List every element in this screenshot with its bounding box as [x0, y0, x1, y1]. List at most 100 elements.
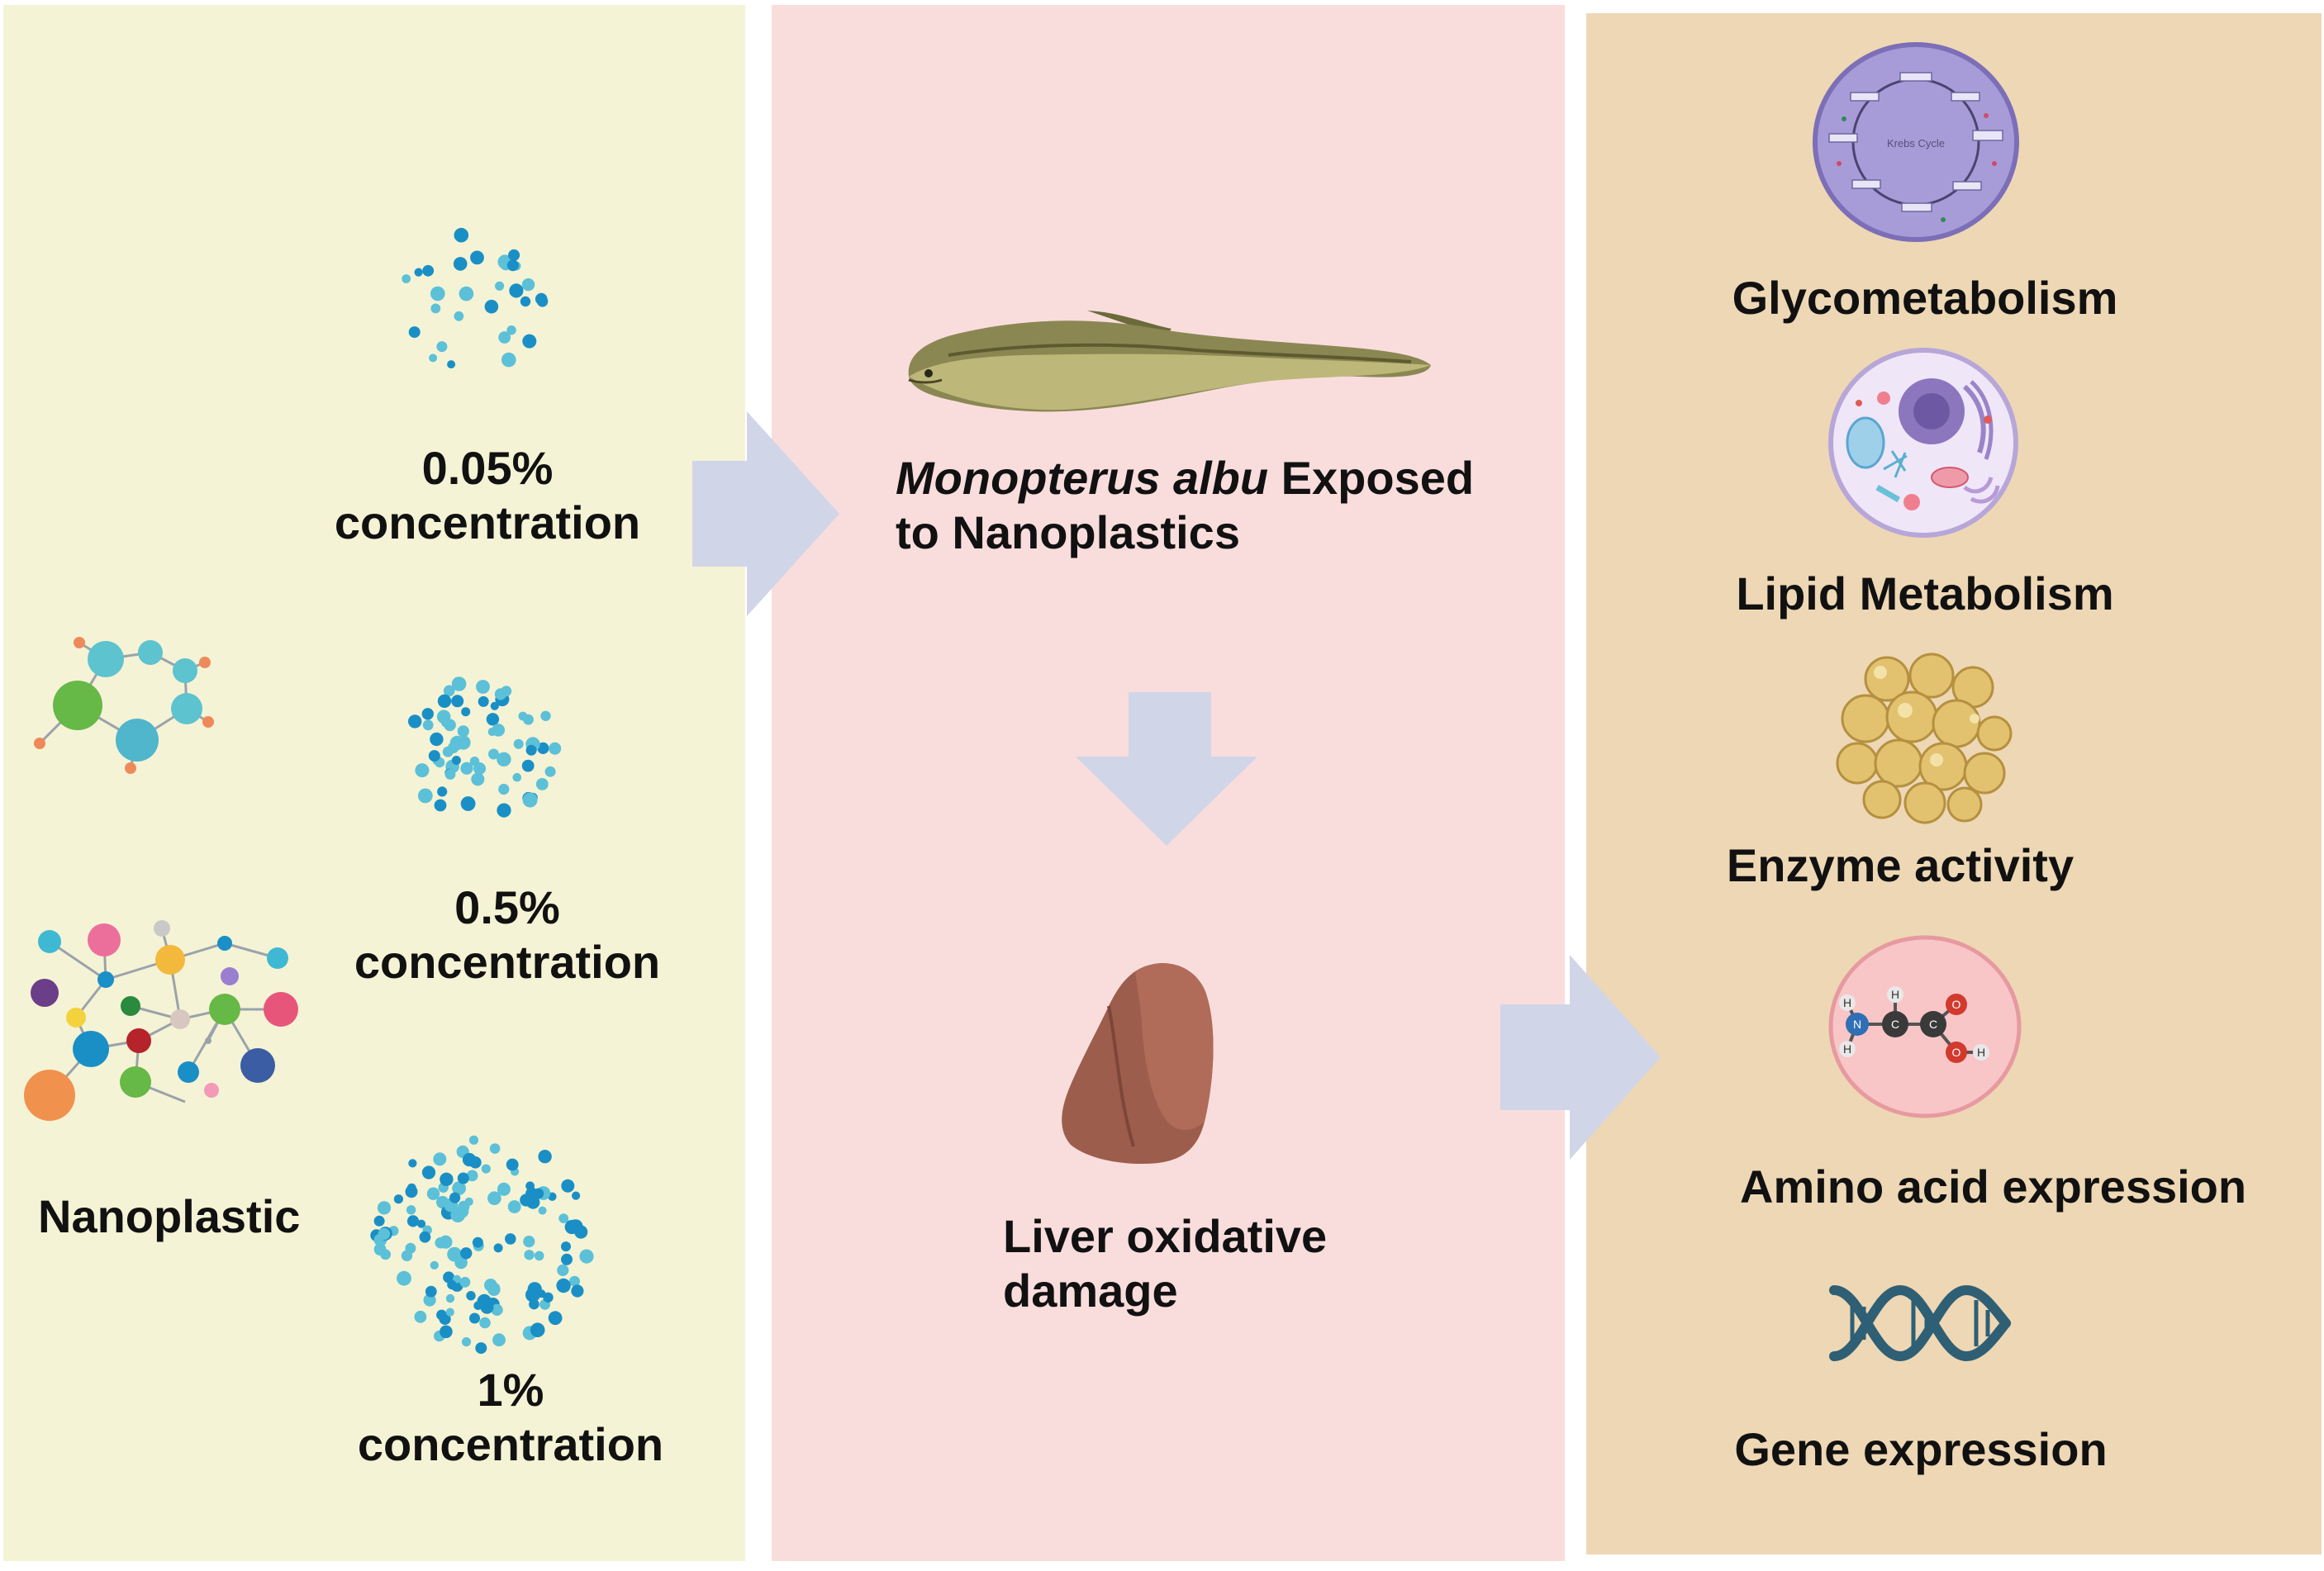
particle — [574, 1225, 588, 1239]
particle — [492, 1333, 506, 1347]
liver-line2: damage — [1003, 1265, 1178, 1317]
arrow-right-icon-2 — [1500, 955, 1661, 1160]
particle — [414, 268, 423, 277]
particle — [415, 763, 430, 778]
particle — [422, 264, 435, 277]
particle — [476, 680, 490, 694]
particle — [501, 352, 516, 368]
particle — [472, 1236, 483, 1248]
particle — [522, 792, 538, 808]
particle — [522, 334, 537, 349]
particle — [402, 274, 411, 283]
particle-cluster-medium-icon — [408, 676, 562, 818]
particle — [520, 296, 531, 307]
particle — [462, 1152, 477, 1167]
particle — [417, 788, 433, 804]
particle — [425, 1285, 437, 1298]
particle — [470, 250, 484, 265]
krebs-center-label: Krebs Cycle — [1887, 137, 1945, 150]
particle — [525, 744, 537, 756]
molecule-small-icon — [34, 637, 214, 774]
particle — [561, 1241, 571, 1252]
particle — [538, 1206, 547, 1215]
particle — [481, 1164, 491, 1174]
particle — [524, 1250, 535, 1260]
particle — [449, 1192, 461, 1203]
particle — [512, 772, 522, 782]
particle — [561, 1253, 573, 1265]
glycometabolism-label: Glycometabolism — [1732, 272, 2118, 324]
particle — [495, 281, 505, 291]
particle — [506, 1158, 519, 1171]
particle — [434, 799, 447, 812]
atom-n: N — [1853, 1018, 1861, 1031]
particle — [488, 1282, 501, 1294]
arrow-down-icon — [1076, 692, 1257, 846]
particle — [430, 1260, 439, 1270]
particle — [408, 714, 422, 729]
particle — [454, 311, 464, 321]
particle — [460, 762, 473, 775]
krebs-cycle-icon: Krebs Cycle — [1813, 42, 2019, 242]
exposed-line2: to Nanoplastics — [896, 506, 1240, 558]
particle — [489, 1143, 501, 1154]
atom-h3: H — [1891, 988, 1899, 1001]
particle — [464, 1197, 473, 1206]
atom-h2: H — [1977, 1046, 1985, 1059]
particle — [521, 278, 535, 292]
particle — [486, 713, 500, 726]
particle — [444, 769, 456, 780]
particle — [460, 796, 476, 811]
particle — [498, 783, 510, 795]
particle — [436, 341, 448, 353]
particle — [428, 750, 440, 762]
particle — [469, 757, 480, 767]
amino-acid-expression-label: Amino acid expression — [1740, 1160, 2247, 1213]
particle — [506, 325, 516, 335]
particle — [405, 1242, 416, 1254]
particle — [471, 772, 485, 786]
particle — [437, 694, 452, 708]
particle — [557, 1264, 569, 1276]
particle — [451, 695, 464, 708]
liver-line1: Liver oxidative — [1003, 1210, 1328, 1262]
particle — [406, 1205, 416, 1215]
particle — [505, 1233, 516, 1245]
particle — [430, 732, 444, 747]
particle — [479, 1317, 491, 1329]
particle — [447, 360, 456, 369]
particle — [544, 766, 556, 777]
particle — [534, 1251, 544, 1261]
particle — [426, 1187, 440, 1200]
particle-cluster-low-icon — [402, 227, 549, 369]
particle — [518, 711, 528, 721]
particle — [571, 1284, 584, 1298]
particle — [498, 331, 511, 344]
particle — [543, 1292, 554, 1303]
dna-icon — [1829, 1284, 2011, 1362]
concentration-medium-text: concentration — [354, 936, 661, 988]
cell-icon — [1828, 348, 2018, 538]
concentration-medium-label: 0.5% concentration — [342, 880, 672, 990]
atom-h4: H — [1843, 1042, 1851, 1056]
concentration-low-value: 0.05% — [421, 442, 554, 494]
particle — [406, 1215, 420, 1227]
amino-acid-molecule-icon: H N C C O O H H H — [1828, 935, 2022, 1118]
arrow-right-icon — [692, 411, 839, 616]
particle — [421, 708, 434, 720]
particle — [466, 1170, 478, 1182]
particle — [487, 1191, 501, 1205]
particle — [569, 1275, 580, 1287]
particle — [556, 1278, 571, 1293]
atom-o1: O — [1952, 998, 1961, 1011]
particle — [422, 719, 434, 731]
particle — [452, 1181, 466, 1195]
concentration-high-label: 1% concentration — [345, 1363, 676, 1472]
atom-h1: H — [1843, 996, 1851, 1009]
particle — [488, 748, 499, 760]
particle — [435, 1236, 447, 1249]
particle — [459, 286, 474, 301]
particle — [490, 701, 499, 710]
particle — [443, 685, 455, 697]
atom-o2: O — [1952, 1046, 1961, 1059]
